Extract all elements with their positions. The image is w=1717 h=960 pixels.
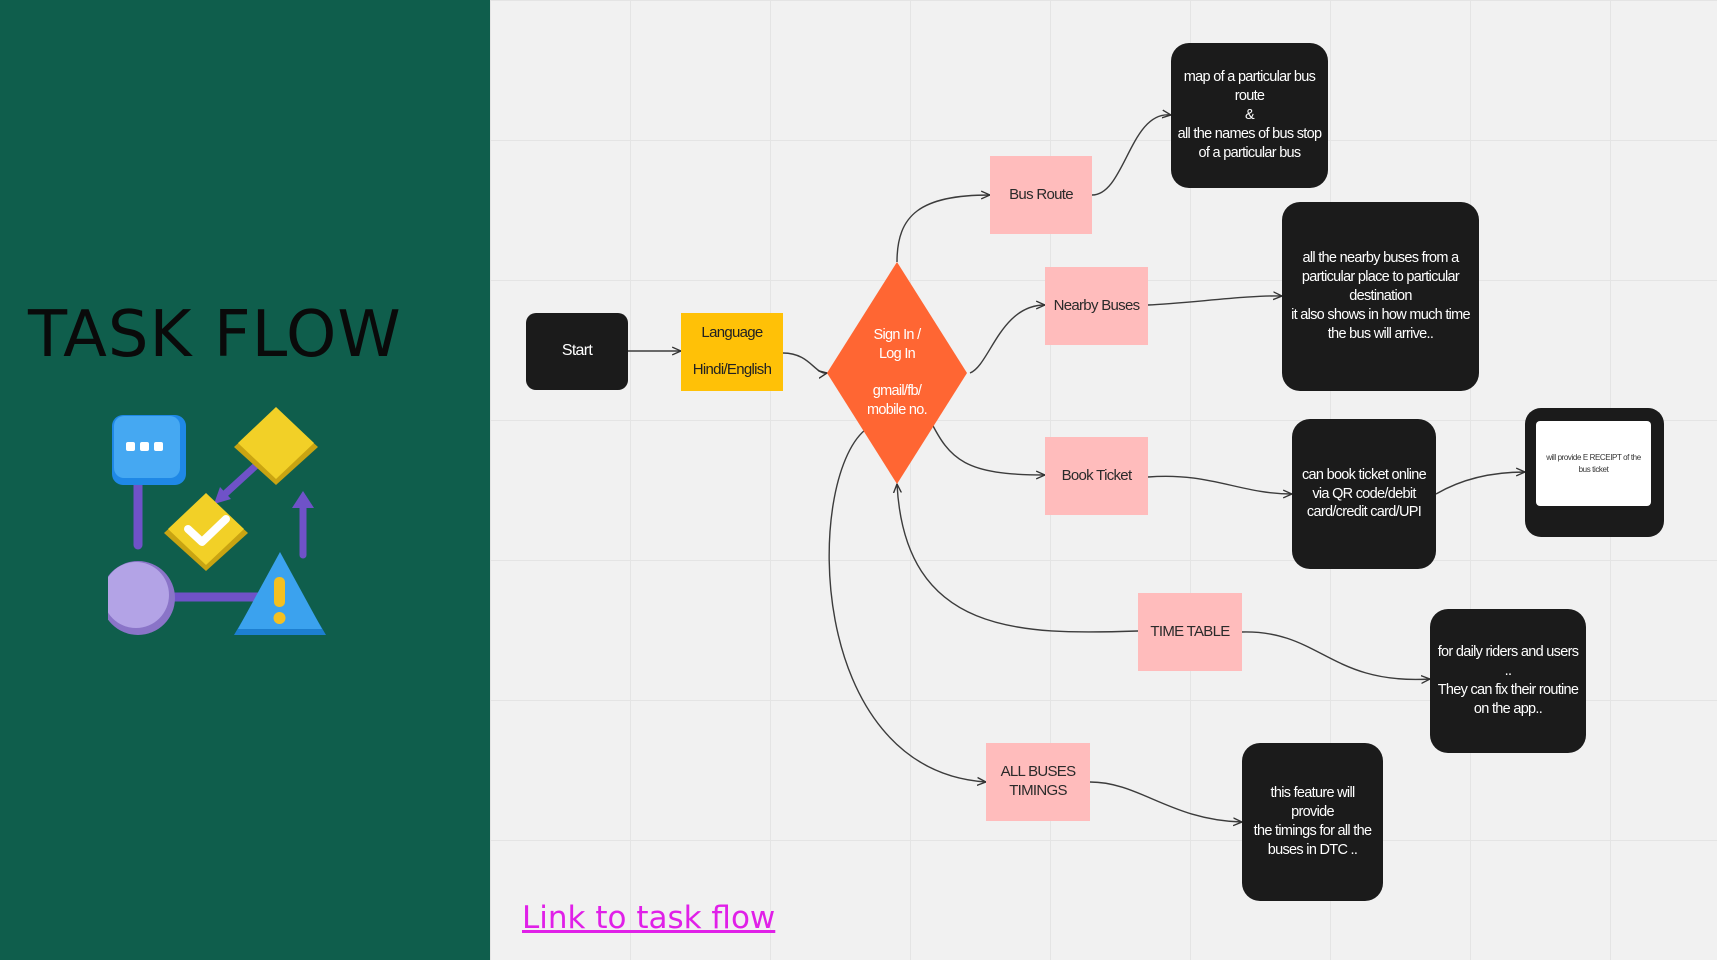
arrow-signin-nearby — [969, 305, 1045, 374]
chat-bubble-icon — [112, 415, 186, 485]
arrow-language-signin — [782, 352, 827, 373]
language-node: Language Hindi/English — [681, 313, 783, 391]
all-buses-timings-node: ALL BUSES TIMINGS — [986, 743, 1090, 821]
arrow-timetable-signin — [897, 484, 1139, 633]
checkmark-diamond-icon — [164, 493, 248, 571]
arrow-signin-busroute — [896, 195, 990, 263]
arrow-signin-bookticket — [929, 419, 1045, 475]
circle-node-icon — [108, 561, 175, 635]
signin-decision-diamond — [827, 262, 967, 484]
arrow-nearby-detail — [1147, 296, 1282, 306]
page-title: TASK FLOW — [28, 298, 402, 372]
arrow-bookdetail-receipt — [1435, 472, 1525, 495]
task-flow-link[interactable]: Link to task flow — [522, 900, 776, 936]
sidebar-panel: TASK FLOW — [0, 0, 490, 960]
arrow-timetable-detail — [1241, 631, 1430, 680]
nearby-buses-detail-node: all the nearby buses from a particular p… — [1282, 202, 1479, 391]
time-table-node: TIME TABLE — [1138, 593, 1242, 671]
arrow-timings-detail — [1089, 781, 1242, 822]
book-ticket-detail-node: can book ticket online via QR code/debit… — [1292, 419, 1436, 569]
start-node: Start — [526, 313, 628, 390]
flow-canvas: Start Language Hindi/English Sign In / L… — [490, 0, 1717, 960]
flow-connectors — [628, 0, 1717, 960]
receipt-label: will provide E RECEIPT of the bus ticket — [1536, 421, 1651, 506]
bus-route-node: Bus Route — [990, 156, 1092, 234]
warning-triangle-icon — [234, 552, 326, 635]
arrow-book-detail — [1147, 475, 1292, 494]
receipt-node: will provide E RECEIPT of the bus ticket — [1525, 408, 1664, 537]
arrow-signin-alltimings — [828, 429, 986, 782]
nearby-buses-node: Nearby Buses — [1045, 267, 1148, 345]
diamond-icon — [234, 407, 318, 485]
arrow-busroute-detail — [1091, 115, 1171, 196]
signin-label: Sign In / Log In gmail/fb/ mobile no. — [867, 326, 928, 419]
task-flow-illustration — [108, 407, 326, 635]
book-ticket-node: Book Ticket — [1045, 437, 1148, 515]
all-timings-detail-node: this feature will provide the timings fo… — [1242, 743, 1383, 901]
bus-route-detail-node: map of a particular bus route & all the … — [1171, 43, 1328, 188]
time-table-detail-node: for daily riders and users .. They can f… — [1430, 609, 1586, 753]
